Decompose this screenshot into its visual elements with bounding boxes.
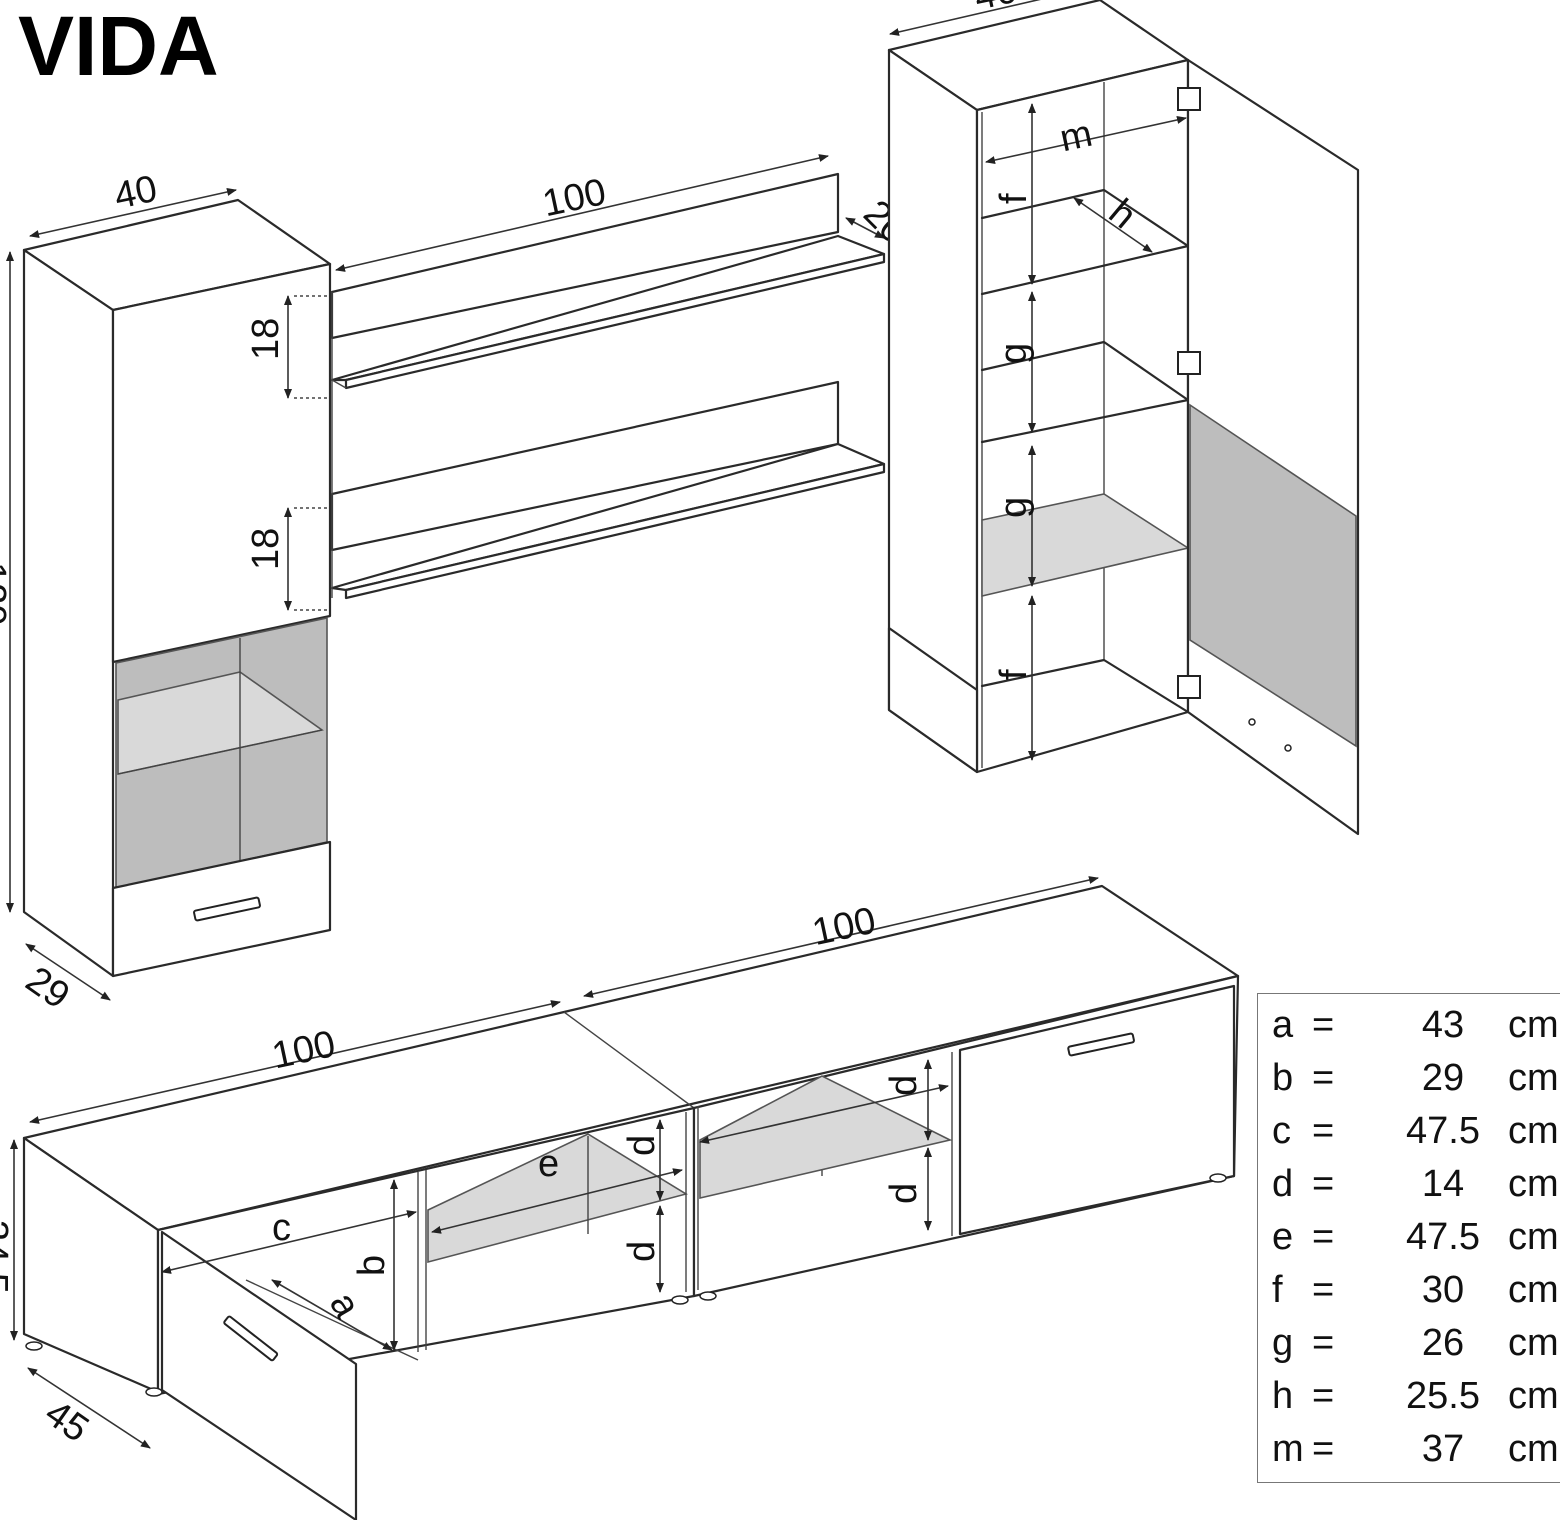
legend-value: 26 — [1421, 1322, 1465, 1364]
legend-eq: = — [1312, 1375, 1335, 1417]
page-title: VIDA — [18, 0, 219, 93]
legend-value: 14 — [1421, 1163, 1465, 1205]
legend-key: b — [1272, 1057, 1294, 1099]
dim-shelf-gap-bottom: 18 — [245, 528, 287, 570]
legend-row-a: a = 43 cm — [1258, 1004, 1560, 1056]
legend-row-d: d = 14 cm — [1258, 1163, 1560, 1215]
left-tall-cabinet — [22, 198, 332, 978]
legend-eq: = — [1312, 1004, 1335, 1046]
label-d-right-bottom: d — [883, 1183, 925, 1204]
legend-key: f — [1272, 1269, 1283, 1311]
dimension-legend: a = 43 cm b = 29 cm c = 47.5 cm d = 14 c… — [1257, 993, 1560, 1483]
label-g-top: g — [993, 343, 1035, 364]
legend-row-e: e = 47.5 cm — [1258, 1216, 1560, 1268]
legend-value: 25.5 — [1406, 1375, 1480, 1417]
legend-eq: = — [1312, 1163, 1335, 1205]
legend-eq: = — [1312, 1322, 1335, 1364]
dim-right-width: 40 — [971, 0, 1021, 19]
legend-key: g — [1272, 1322, 1294, 1364]
legend-unit: cm — [1508, 1375, 1559, 1417]
legend-key: h — [1272, 1375, 1294, 1417]
legend-row-c: c = 47.5 cm — [1258, 1110, 1560, 1162]
legend-value: 37 — [1421, 1428, 1465, 1470]
legend-key: a — [1272, 1004, 1294, 1046]
legend-row-m: m = 37 cm — [1258, 1428, 1560, 1480]
legend-value: 30 — [1421, 1269, 1465, 1311]
legend-unit: cm — [1508, 1269, 1559, 1311]
dim-shelf-gap-top: 18 — [245, 318, 287, 360]
label-d-right-top: d — [883, 1075, 925, 1096]
tv-unit — [22, 884, 1240, 1520]
legend-unit: cm — [1508, 1322, 1559, 1364]
legend-unit: cm — [1508, 1057, 1559, 1099]
label-f-bottom: f — [993, 669, 1035, 680]
legend-key: d — [1272, 1163, 1294, 1205]
label-f-top: f — [993, 193, 1035, 204]
legend-eq: = — [1312, 1428, 1335, 1470]
dim-tv-height: 34.5 — [0, 1220, 15, 1294]
legend-eq: = — [1312, 1057, 1335, 1099]
legend-unit: cm — [1508, 1216, 1559, 1258]
legend-eq: = — [1312, 1110, 1335, 1152]
label-c: c — [272, 1207, 291, 1249]
legend-row-f: f = 30 cm — [1258, 1269, 1560, 1321]
dim-tv-depth: 45 — [37, 1392, 96, 1451]
right-open-cabinet — [887, 0, 1360, 836]
legend-unit: cm — [1508, 1428, 1559, 1470]
dim-left-height: 120 — [0, 562, 13, 625]
legend-value: 29 — [1421, 1057, 1465, 1099]
legend-row-g: g = 26 cm — [1258, 1322, 1560, 1374]
legend-key: m — [1272, 1428, 1304, 1470]
legend-row-b: b = 29 cm — [1258, 1057, 1560, 1109]
dim-shelf-width: 100 — [539, 171, 610, 225]
label-d-left-bottom: d — [621, 1241, 663, 1262]
legend-eq: = — [1312, 1216, 1335, 1258]
label-d-left-top: d — [621, 1135, 663, 1156]
legend-value: 47.5 — [1406, 1110, 1480, 1152]
legend-row-h: h = 25.5 cm — [1258, 1375, 1560, 1427]
legend-key: c — [1272, 1110, 1291, 1152]
legend-value: 47.5 — [1406, 1216, 1480, 1258]
right-cabinet-dims: 40 m f g g f h — [889, 0, 1187, 761]
label-e: e — [538, 1143, 559, 1185]
label-g-bottom: g — [993, 497, 1035, 518]
legend-eq: = — [1312, 1269, 1335, 1311]
legend-unit: cm — [1508, 1110, 1559, 1152]
dim-left-depth: 29 — [18, 959, 77, 1018]
legend-unit: cm — [1508, 1163, 1559, 1205]
legend-key: e — [1272, 1216, 1294, 1258]
wall-shelves — [330, 172, 886, 600]
legend-value: 43 — [1421, 1004, 1465, 1046]
label-b: b — [351, 1255, 393, 1276]
dim-left-width: 40 — [111, 168, 161, 218]
legend-unit: cm — [1508, 1004, 1559, 1046]
